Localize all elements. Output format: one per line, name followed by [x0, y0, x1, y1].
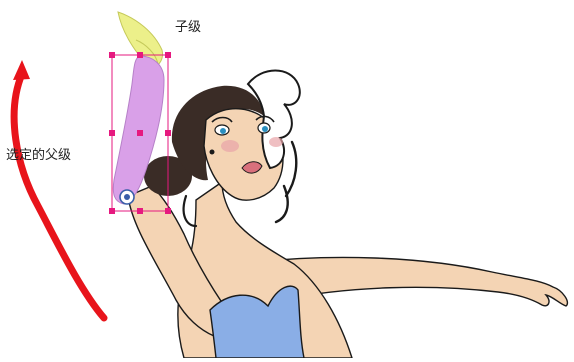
rotation-arrow-icon [13, 60, 104, 318]
pivot-point-icon[interactable] [120, 190, 134, 204]
handle-top-center[interactable] [137, 52, 143, 58]
right-cheek [269, 137, 283, 147]
hair-curl-left [184, 196, 196, 226]
handle-bottom-right[interactable] [165, 208, 171, 214]
child-label: 子级 [175, 21, 201, 34]
right-iris [262, 126, 268, 132]
rotation-arrow-shaft [14, 74, 104, 318]
handle-center[interactable] [137, 130, 143, 136]
handle-middle-left[interactable] [109, 130, 115, 136]
left-iris [220, 128, 226, 134]
rotation-arrow-head [13, 60, 30, 80]
handle-middle-right[interactable] [165, 130, 171, 136]
handle-bottom-center[interactable] [137, 208, 143, 214]
handle-top-left[interactable] [109, 52, 115, 58]
selected-parent-label: 选定的父级 [6, 149, 71, 162]
handle-top-right[interactable] [165, 52, 171, 58]
beauty-mark [210, 150, 215, 155]
left-cheek [221, 140, 239, 152]
handle-bottom-left[interactable] [109, 208, 115, 214]
